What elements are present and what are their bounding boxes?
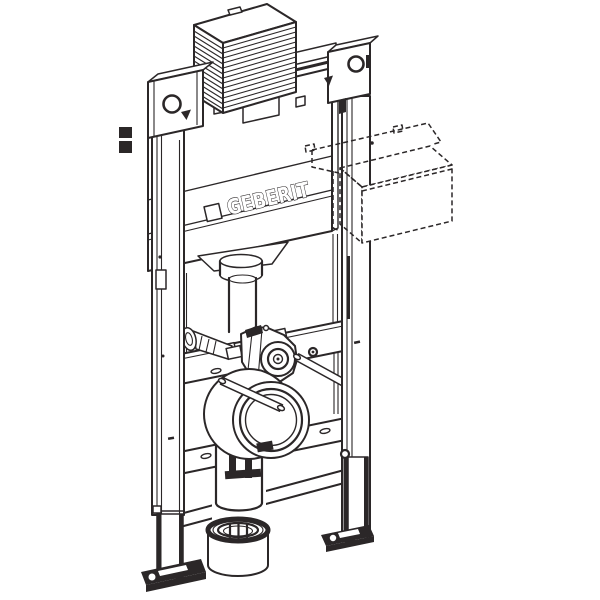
wall-anchor-bracket-right	[324, 35, 379, 114]
right-leg	[339, 448, 369, 539]
wc-fixing-studs	[217, 353, 353, 412]
alignment-mark-right	[324, 75, 333, 86]
member-hole-round	[307, 346, 319, 358]
rail-slot	[155, 269, 167, 290]
foot-slot	[158, 565, 188, 576]
left-rail	[119, 95, 185, 516]
adjustable-foot-left	[141, 559, 206, 592]
bracket-slot	[339, 98, 346, 114]
member-hole	[319, 427, 331, 435]
exploded-protection-box-dashed	[304, 122, 453, 244]
anchor-hole	[347, 55, 365, 73]
flush-pipe	[218, 253, 264, 334]
drain-socket	[205, 516, 271, 577]
plate-clip	[392, 124, 404, 134]
cover-plate-outline	[311, 122, 442, 151]
frame-back-posts	[185, 234, 339, 414]
wall-anchor-bracket-left	[147, 61, 214, 139]
adjustable-foot-right	[321, 525, 374, 552]
supply-clamp	[225, 344, 243, 361]
bend-clamp	[245, 325, 263, 338]
cover-tab-back	[227, 6, 243, 16]
rail-groove	[346, 256, 350, 319]
bend-bolt	[262, 324, 270, 332]
leg-clip-ring	[339, 448, 351, 460]
ribbed-protection-cover	[193, 3, 297, 114]
box-front-face	[361, 164, 453, 244]
box-left-hatched	[339, 167, 363, 244]
fixing-hole-right	[295, 95, 306, 108]
anchor-hole	[162, 94, 182, 114]
foot-bolt	[146, 571, 158, 583]
member-hole	[210, 367, 222, 375]
drain-clip	[256, 440, 274, 453]
plate-clip	[304, 143, 316, 153]
drain-front-ring	[232, 381, 310, 459]
pipe-collar	[219, 253, 263, 269]
rail-clip	[119, 141, 132, 153]
flush-bend	[240, 324, 298, 383]
socket-spokes	[228, 521, 249, 540]
drain-connector	[203, 368, 310, 480]
left-leg	[152, 505, 184, 579]
alignment-mark-left	[181, 109, 191, 120]
rail-clip	[119, 127, 132, 138]
foot-slot	[338, 529, 360, 538]
foot-bolt	[327, 532, 339, 544]
member-hole	[200, 452, 212, 460]
logo-square	[203, 202, 223, 223]
drain-clamp-foot	[224, 468, 262, 480]
leg-threaded-rod	[343, 455, 348, 539]
leg-clip	[152, 505, 162, 514]
cover-ribs-front	[222, 26, 297, 109]
